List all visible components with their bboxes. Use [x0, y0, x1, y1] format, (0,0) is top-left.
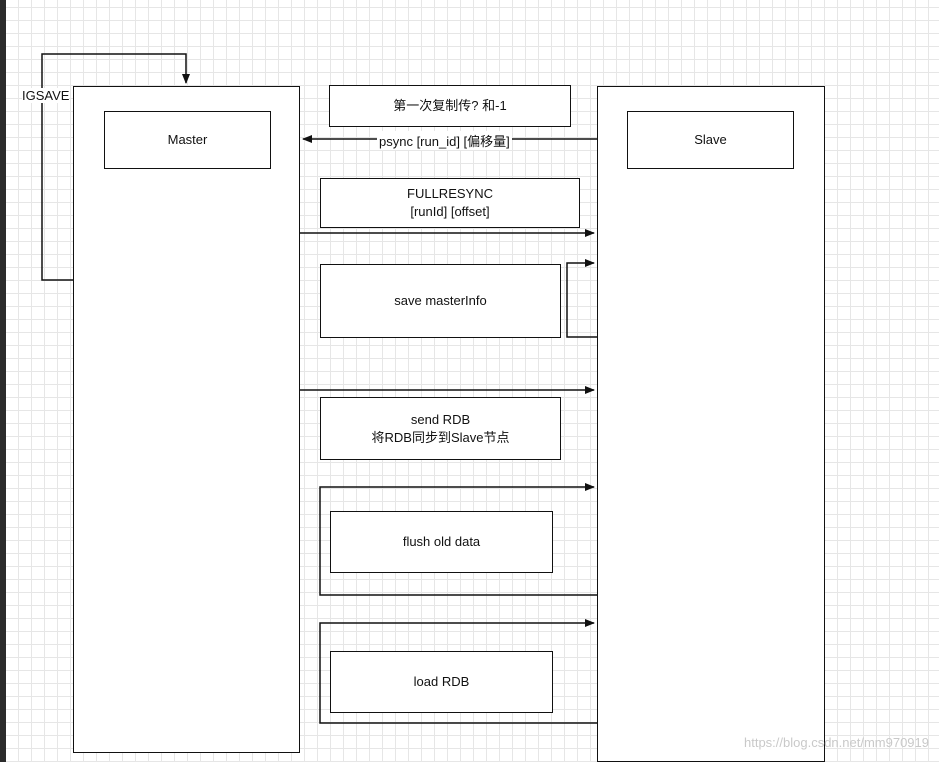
master-node: Master — [104, 111, 271, 169]
watermark-text: https://blog.csdn.net/mm970919 — [743, 735, 929, 750]
save-masterinfo-note: save masterInfo — [320, 264, 561, 338]
send-rdb-line2: 将RDB同步到Slave节点 — [371, 429, 510, 445]
first-copy-label: 第一次复制传? 和-1 — [393, 98, 507, 113]
slave-node: Slave — [627, 111, 794, 169]
flush-old-data-label: flush old data — [402, 534, 481, 549]
slave-label: Slave — [694, 132, 727, 147]
send-rdb-line1: send RDB — [410, 411, 471, 427]
master-label: Master — [167, 132, 208, 147]
bgsave-loop-arrow — [41, 53, 190, 281]
slave-lifeline — [597, 86, 825, 762]
send-rdb-note: send RDB 将RDB同步到Slave节点 — [320, 397, 561, 460]
flush-old-data-note: flush old data — [330, 511, 553, 573]
first-copy-note: 第一次复制传? 和-1 — [329, 85, 571, 127]
bgsave-label: IGSAVE — [22, 88, 70, 103]
flush-old-data-loop-arrow — [319, 483, 597, 596]
psync-label: psync [run_id] [偏移量] — [377, 131, 512, 150]
master-lifeline — [73, 86, 300, 753]
save-masterinfo-label: save masterInfo — [394, 293, 487, 308]
fullresync-line2: [runId] [offset] — [410, 204, 490, 219]
load-rdb-note: load RDB — [330, 651, 553, 713]
fullresync-line1: FULLRESYNC — [407, 186, 493, 201]
fullresync-note: FULLRESYNC [runId] [offset] — [320, 178, 580, 228]
load-rdb-loop-arrow — [319, 619, 597, 724]
left-dark-border — [0, 0, 6, 762]
save-masterinfo-loop-arrow — [566, 259, 597, 338]
load-rdb-label: load RDB — [413, 674, 470, 689]
